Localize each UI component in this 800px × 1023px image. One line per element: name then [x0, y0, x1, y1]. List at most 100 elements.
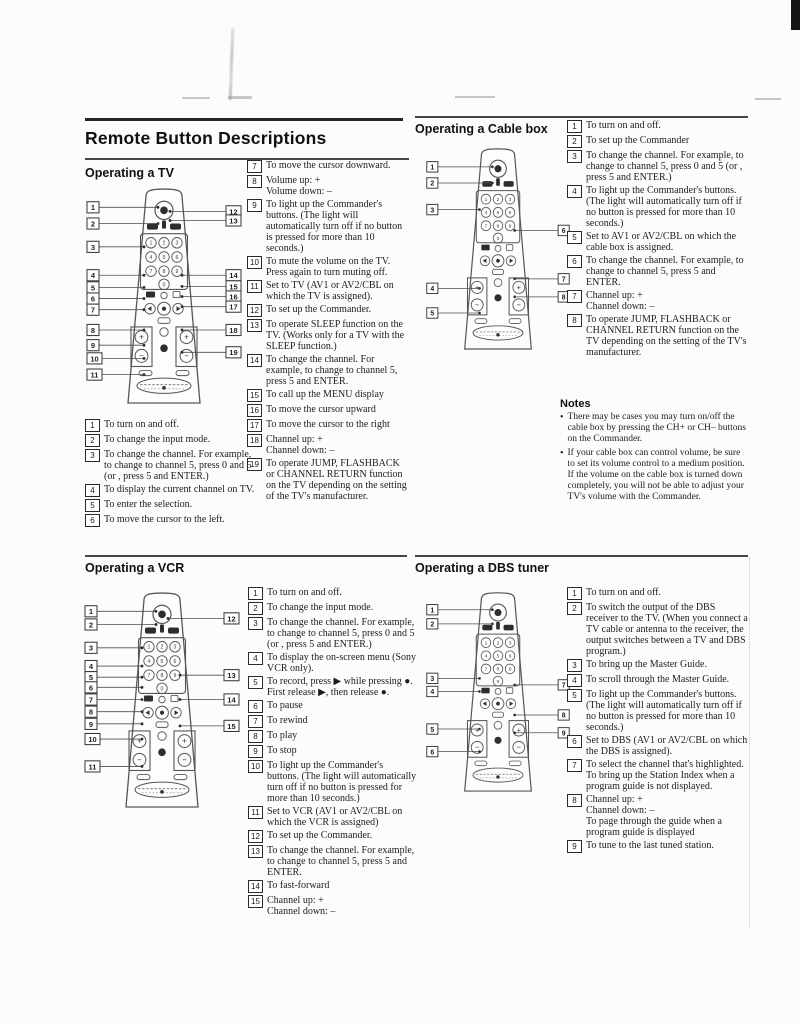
svg-text:8: 8: [562, 295, 566, 302]
svg-text:7: 7: [148, 673, 151, 679]
scan-dash: [228, 96, 252, 99]
svg-text:5: 5: [430, 311, 434, 318]
item-number: 2: [85, 434, 100, 447]
svg-text:13: 13: [227, 671, 235, 680]
svg-text:8: 8: [89, 708, 93, 717]
svg-text:12: 12: [229, 207, 237, 216]
item-text: To bring up the Master Guide.: [586, 659, 707, 670]
item-text: To light up the Commander's buttons. (Th…: [266, 199, 403, 254]
svg-text:+: +: [475, 283, 479, 292]
svg-text:−: −: [517, 743, 521, 752]
svg-text:1: 1: [430, 165, 434, 172]
svg-text:9: 9: [509, 223, 512, 229]
item-text: To enter the selection.: [104, 499, 193, 510]
svg-text:0: 0: [497, 236, 500, 242]
svg-text:1: 1: [89, 607, 93, 616]
item-number: 3: [567, 659, 582, 672]
svg-text:8: 8: [562, 713, 566, 720]
svg-text:0: 0: [497, 679, 500, 685]
svg-text:+: +: [137, 737, 142, 746]
list-item: 16 To move the cursor upward: [247, 404, 410, 417]
item-text: To change the channel. For example, to c…: [267, 845, 415, 878]
item-text: To rewind: [267, 715, 308, 726]
svg-text:1: 1: [150, 241, 153, 247]
item-number: 3: [85, 449, 100, 462]
svg-text:2: 2: [161, 645, 164, 651]
svg-text:7: 7: [562, 683, 566, 690]
item-text: To set up the Commander.: [266, 304, 372, 315]
item-text: To light up the Commander's buttons. (Th…: [586, 185, 742, 229]
item-text: Volume up: + Volume down: –: [266, 175, 332, 197]
item-number: 10: [247, 256, 262, 269]
item-text: To display the current channel on TV.: [104, 484, 255, 495]
svg-text:5: 5: [497, 654, 500, 660]
item-text: Set to AV1 or AV2/CBL on which the cable…: [586, 231, 737, 253]
tv-section-rule: [85, 158, 409, 160]
item-number: 13: [248, 845, 263, 858]
svg-text:+: +: [184, 333, 189, 342]
item-number: 1: [85, 419, 100, 432]
item-number: 10: [248, 760, 263, 773]
svg-text:2: 2: [430, 622, 434, 629]
vcr-section-rule: [85, 555, 407, 557]
item-number: 13: [247, 319, 262, 332]
item-text: To change the channel. For example, to c…: [267, 617, 415, 650]
svg-text:3: 3: [509, 640, 512, 646]
cable-section-rule: [415, 116, 748, 118]
item-number: 16: [247, 404, 262, 417]
svg-text:6: 6: [562, 228, 566, 235]
svg-text:4: 4: [150, 255, 153, 261]
svg-text:9: 9: [562, 730, 566, 737]
svg-text:−: −: [475, 743, 479, 752]
svg-text:7: 7: [89, 695, 93, 704]
svg-text:5: 5: [497, 210, 500, 216]
item-text: To turn on and off.: [267, 587, 342, 598]
scan-margin-line: [748, 558, 750, 928]
bullet-icon: •: [560, 412, 564, 423]
svg-text:1: 1: [485, 640, 488, 646]
svg-text:6: 6: [509, 654, 512, 660]
item-number: 17: [247, 419, 262, 432]
dbs-section-heading: Operating a DBS tuner: [415, 561, 550, 575]
item-text: Set to DBS (AV1 or AV2/CBL on which the …: [586, 735, 748, 757]
item-text: To change the input mode.: [104, 434, 211, 445]
cable-notes-heading: Notes: [560, 398, 591, 410]
svg-text:8: 8: [497, 223, 500, 229]
item-number: 9: [567, 840, 582, 853]
item-text: To move the cursor to the left.: [104, 514, 225, 525]
svg-text:5: 5: [91, 283, 95, 292]
list-item: 2 To change the input mode.: [85, 434, 257, 447]
svg-text:11: 11: [91, 370, 99, 379]
item-text: To move the cursor upward: [266, 404, 376, 415]
svg-text:6: 6: [176, 255, 179, 261]
item-text: To display the on-screen menu (Sony VCR …: [267, 652, 416, 674]
vcr-section-heading: Operating a VCR: [85, 561, 185, 575]
bullet-icon: •: [560, 448, 564, 459]
svg-text:2: 2: [497, 640, 500, 646]
svg-text:9: 9: [91, 341, 95, 350]
list-item: 3 To bring up the Master Guide.: [567, 659, 749, 672]
svg-text:1: 1: [91, 203, 95, 212]
item-text: To set up the Commander.: [267, 830, 373, 841]
svg-text:2: 2: [89, 620, 93, 629]
item-text: To change the channel. For example, to c…: [586, 255, 744, 288]
item-number: 2: [567, 135, 582, 148]
svg-text:1: 1: [485, 197, 488, 203]
item-text: To select the channel that's highlighted…: [586, 759, 744, 792]
svg-text:+: +: [139, 333, 144, 342]
item-number: 5: [85, 499, 100, 512]
note-text: If your cable box can control volume, be…: [567, 448, 745, 502]
